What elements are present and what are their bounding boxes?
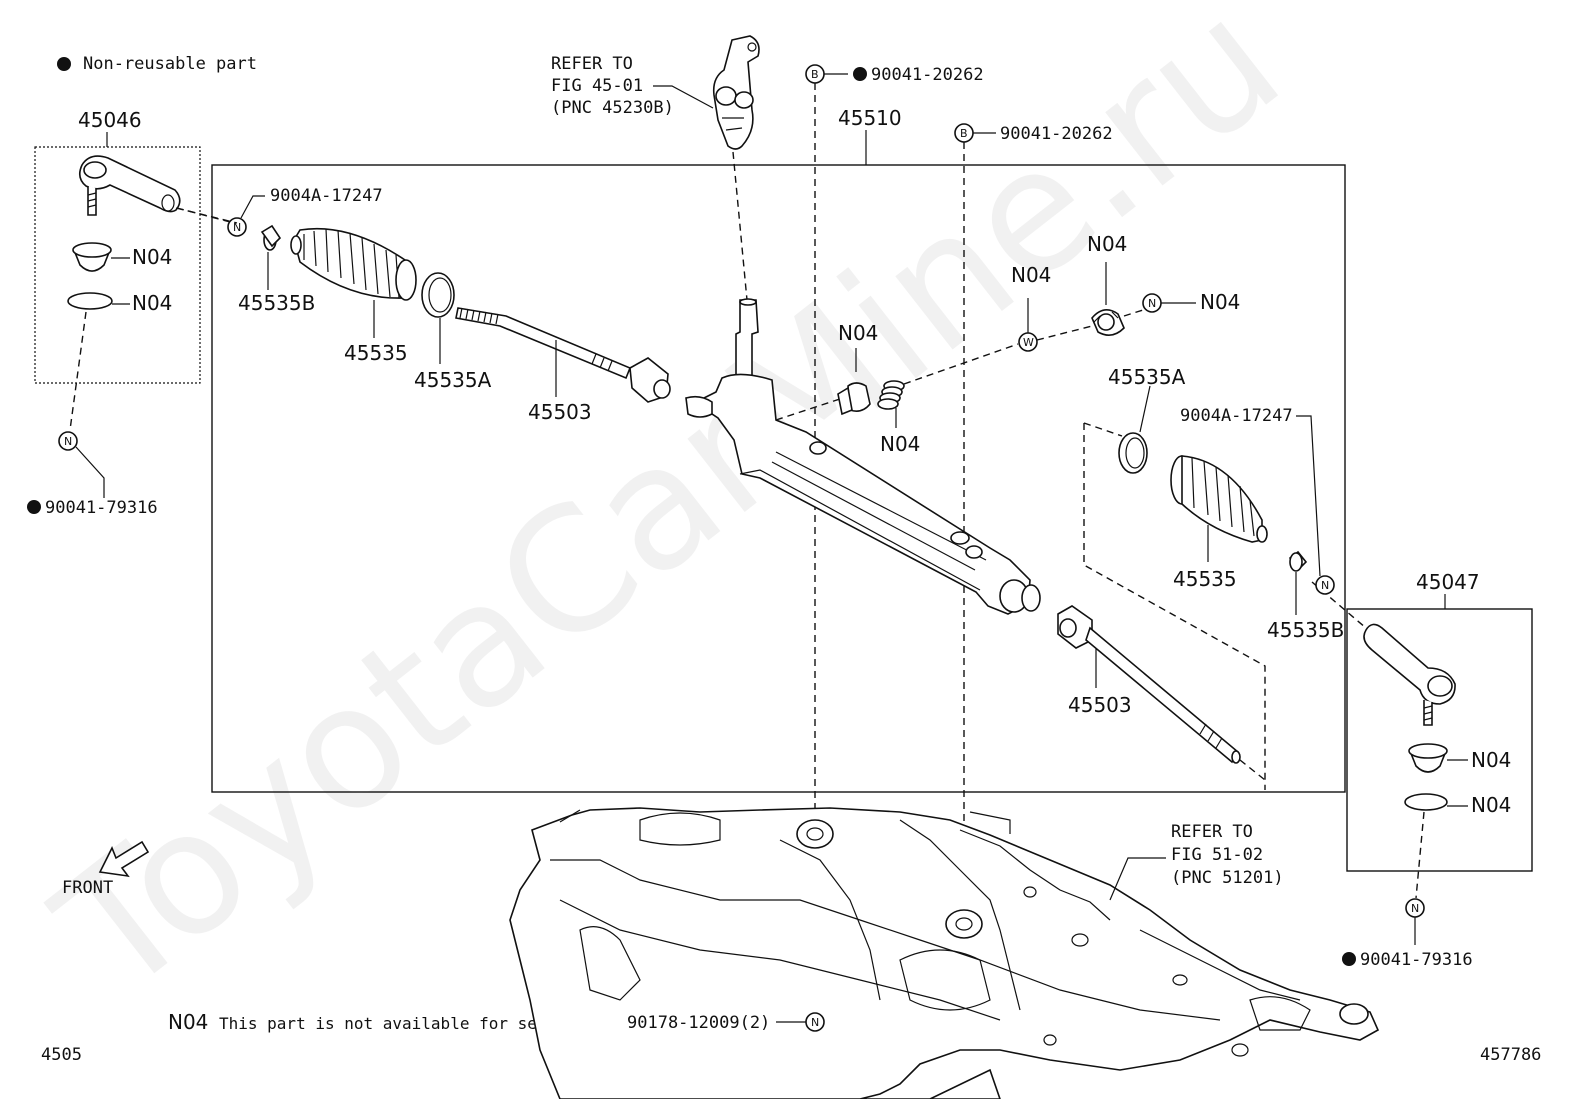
svg-text:B: B (960, 127, 968, 140)
left-dust-boot-n04 (72, 242, 112, 272)
front-arrow-icon (98, 840, 150, 878)
svg-text:N: N (1321, 579, 1329, 592)
label-refer-51-line1: REFER TO (1171, 822, 1253, 842)
nut-right-nonreusable-dot (1342, 952, 1356, 966)
clamp-big-right (1118, 432, 1148, 474)
label-clamp-small-left: 45535B (238, 291, 315, 315)
label-rack-assy: 45510 (838, 106, 902, 130)
label-inner-rod-right: 45503 (1068, 693, 1132, 717)
label-bolt-top-1: 90041-20262 (871, 65, 984, 85)
left-tie-rod-end (78, 155, 231, 223)
label-refer-51-line2: FIG 51-02 (1171, 845, 1263, 865)
nut-left-nonreusable-dot (27, 500, 41, 514)
label-n04-boot-right: N04 (1471, 748, 1511, 772)
rack-guide-n04 (837, 382, 871, 416)
svg-text:N: N (64, 435, 72, 448)
svg-text:N: N (233, 221, 241, 234)
label-clamp-big-right: 45535A (1108, 365, 1186, 389)
legend-n04-text: This part is not available for service. (219, 1014, 595, 1033)
label-refer-45-line3: (PNC 45230B) (551, 98, 674, 118)
clamp-small-right (1288, 550, 1308, 572)
rack-spring-n04 (877, 380, 905, 410)
clip-right-n-icon (1315, 575, 1335, 595)
label-bolt-top-2: 90041-20262 (1000, 124, 1113, 144)
right-tie-rod-box (1346, 608, 1533, 872)
clip-left-n-icon (227, 217, 247, 237)
label-refer-45-line2: FIG 45-01 (551, 76, 643, 96)
label-bolt-bottom: 90178-12009(2) (627, 1013, 770, 1033)
bolt-top-1-nonreusable-dot (853, 67, 867, 81)
label-n04-w: N04 (1011, 263, 1051, 287)
label-refer-51-line3: (PNC 51201) (1171, 868, 1284, 888)
svg-text:B: B (811, 68, 819, 81)
svg-text:N: N (1411, 902, 1419, 915)
label-n04-ring-left: N04 (132, 291, 172, 315)
label-n04-boot-left: N04 (132, 245, 172, 269)
label-n04-spring: N04 (880, 432, 920, 456)
label-clip-left: 9004A-17247 (270, 186, 383, 206)
label-front: FRONT (62, 878, 113, 898)
figure-code-left: 4505 (41, 1045, 82, 1065)
inner-rod-right (1057, 605, 1241, 764)
left-ring-n04 (67, 292, 113, 310)
steering-rack-housing (685, 298, 1041, 615)
boot-right (1170, 455, 1268, 543)
inner-rod-left (455, 307, 671, 403)
right-boot-dashed-frame (1083, 423, 1266, 790)
intermediate-shaft-joint (712, 35, 760, 150)
label-n04-cap: N04 (1087, 232, 1127, 256)
label-nut-left: 90041-79316 (45, 498, 158, 518)
nut-left-n-icon (58, 431, 78, 451)
label-refer-45-line1: REFER TO (551, 54, 633, 74)
label-boot-left: 45535 (344, 341, 408, 365)
label-n04-nut: N04 (1200, 290, 1240, 314)
label-left-tie-rod-end: 45046 (78, 108, 142, 132)
label-clip-right: 9004A-17247 (1180, 406, 1293, 426)
label-n04-ring-right: N04 (1471, 793, 1511, 817)
label-clamp-big-left: 45535A (414, 368, 492, 392)
label-right-tie-rod-end: 45047 (1416, 570, 1480, 594)
label-clamp-small-right: 45535B (1267, 618, 1344, 642)
clamp-big-left (421, 272, 455, 318)
right-dust-boot-n04 (1408, 743, 1448, 773)
right-ring-n04 (1404, 793, 1448, 811)
svg-text:W: W (1023, 336, 1034, 349)
label-nut-right: 90041-79316 (1360, 950, 1473, 970)
nonreusable-dot-icon (57, 57, 71, 71)
adjust-cap-n04 (1091, 309, 1125, 336)
label-inner-rod-left: 45503 (528, 400, 592, 424)
boot-left (290, 227, 417, 301)
svg-text:N: N (1148, 297, 1156, 310)
figure-code-right: 457786 (1480, 1045, 1541, 1065)
legend-nonreusable-text: Non-reusable part (83, 54, 257, 74)
label-boot-right: 45535 (1173, 567, 1237, 591)
svg-text:N: N (811, 1016, 819, 1029)
label-n04-guide: N04 (838, 321, 878, 345)
legend-n04-code: N04 (168, 1010, 208, 1034)
left-tie-rod-box (34, 146, 201, 384)
front-crossmember (509, 807, 1380, 1099)
right-tie-rod-end (1311, 581, 1456, 726)
rack-assy-box (211, 164, 1346, 793)
clamp-small-left (260, 224, 282, 251)
